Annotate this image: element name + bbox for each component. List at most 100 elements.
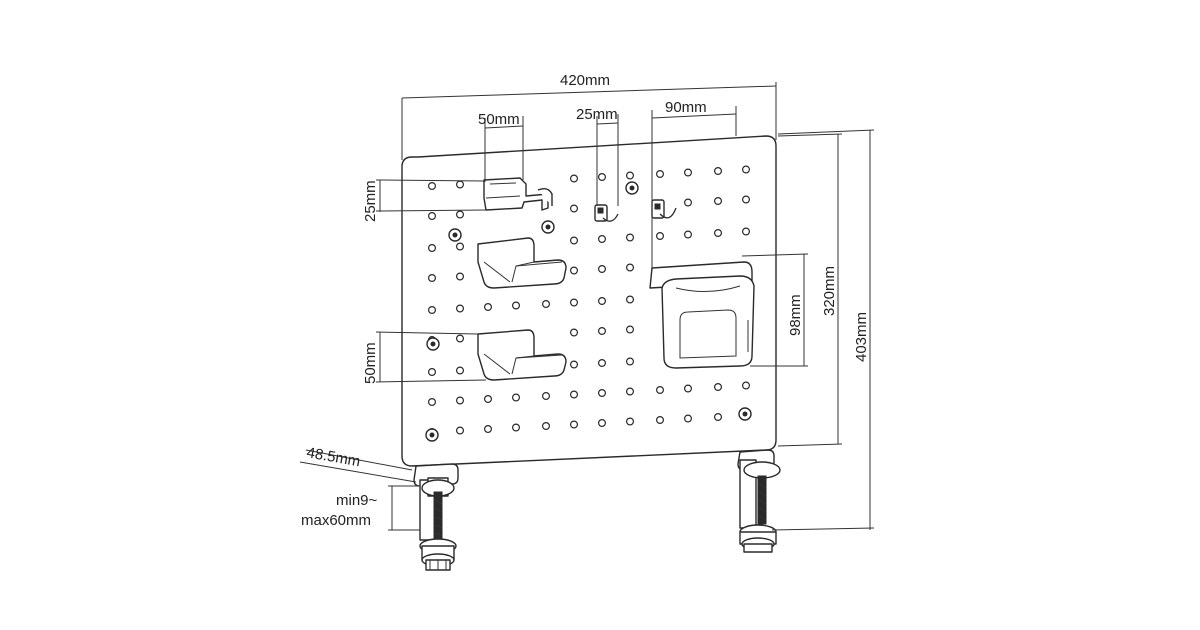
peg-hole <box>569 236 578 245</box>
panel-knobs <box>425 181 752 442</box>
dim-cup-width: 90mm <box>651 99 737 268</box>
small-hook-accessory-1 <box>594 204 619 222</box>
peg-hole <box>456 366 465 375</box>
peg-hole <box>456 242 465 251</box>
upper-shelf-accessory <box>477 237 567 289</box>
dim-hook-height: 25mm <box>362 179 487 222</box>
peg-hole <box>484 303 493 312</box>
dim-hook-width-left: 50mm <box>478 111 524 182</box>
peg-hole <box>655 416 664 425</box>
dim-width-total: 420mm <box>401 72 777 160</box>
right-clamp <box>737 449 781 553</box>
peg-hole <box>428 368 437 377</box>
dim-label-420: 420mm <box>560 72 610 89</box>
peg-hole <box>569 390 578 399</box>
peg-holes <box>428 165 750 437</box>
peg-hole <box>428 182 437 191</box>
dim-label-max: max60mm <box>301 512 371 529</box>
peg-hole <box>625 171 634 180</box>
peg-hole <box>484 425 493 434</box>
left-clamp <box>413 463 459 571</box>
peg-hole <box>683 198 692 207</box>
peg-hole <box>511 301 520 310</box>
peg-hole <box>713 167 722 176</box>
peg-hole <box>713 229 722 238</box>
dim-label-403: 403mm <box>853 312 870 362</box>
peg-hole <box>683 168 692 177</box>
peg-hole <box>456 396 465 405</box>
peg-hole <box>597 327 606 336</box>
peg-hole <box>456 426 465 435</box>
peg-hole <box>741 381 750 390</box>
peg-hole <box>569 174 578 183</box>
peg-hole <box>569 298 578 307</box>
peg-hole <box>713 197 722 206</box>
peg-hole <box>655 386 664 395</box>
peg-hole <box>597 389 606 398</box>
peg-hole <box>741 227 750 236</box>
lower-shelf-accessory <box>477 329 567 381</box>
peg-hole <box>655 170 664 179</box>
peg-hole <box>428 244 437 253</box>
peg-hole <box>569 328 578 337</box>
peg-hole <box>625 233 634 242</box>
peg-hole <box>683 230 692 239</box>
peg-hole <box>569 204 578 213</box>
peg-hole <box>428 398 437 407</box>
peg-hole <box>511 423 520 432</box>
peg-hole <box>428 274 437 283</box>
dim-label-98: 98mm <box>787 294 804 336</box>
peg-hole <box>484 395 493 404</box>
peg-hole <box>597 173 606 182</box>
peg-hole <box>683 384 692 393</box>
peg-hole <box>625 263 634 272</box>
dim-label-50-left: 50mm <box>362 342 379 384</box>
dim-label-320: 320mm <box>821 266 838 316</box>
peg-hole <box>655 232 664 241</box>
dim-label-48-5: 48.5mm <box>305 444 361 470</box>
peg-hole <box>428 212 437 221</box>
small-hook-accessory-2 <box>651 199 677 219</box>
dim-shelf-height: 50mm <box>362 331 487 384</box>
peg-hole <box>541 392 550 401</box>
peg-hole <box>541 422 550 431</box>
peg-hole <box>511 393 520 402</box>
double-hook-accessory <box>483 177 553 211</box>
peg-hole <box>456 304 465 313</box>
peg-hole <box>569 420 578 429</box>
peg-hole <box>713 383 722 392</box>
pegboard-panel <box>401 135 777 467</box>
cup-holder-accessory <box>649 261 755 369</box>
peg-hole <box>741 195 750 204</box>
dim-panel-height: 320mm <box>777 133 843 447</box>
peg-hole <box>597 297 606 306</box>
peg-hole <box>597 359 606 368</box>
peg-hole <box>625 325 634 334</box>
peg-hole <box>569 360 578 369</box>
peg-hole <box>741 165 750 174</box>
dim-label-25-top: 25mm <box>576 106 618 123</box>
dim-clamp-range: min9~ max60mm <box>301 485 420 531</box>
peg-hole <box>541 300 550 309</box>
peg-hole <box>569 266 578 275</box>
peg-hole <box>456 180 465 189</box>
peg-hole <box>625 387 634 396</box>
dim-label-min: min9~ <box>336 492 378 509</box>
peg-hole <box>456 272 465 281</box>
peg-hole <box>625 357 634 366</box>
peg-hole <box>456 334 465 343</box>
dim-cup-height: 98mm <box>741 253 809 367</box>
dim-label-90: 90mm <box>665 99 707 116</box>
peg-hole <box>625 417 634 426</box>
dim-total-height: 403mm <box>771 129 875 531</box>
dim-label-25-left: 25mm <box>362 180 379 222</box>
dim-hook-width-small: 25mm <box>576 106 619 206</box>
peg-hole <box>683 414 692 423</box>
dim-label-50-top: 50mm <box>478 111 520 128</box>
peg-hole <box>597 419 606 428</box>
peg-hole <box>597 265 606 274</box>
peg-hole <box>597 235 606 244</box>
peg-hole <box>713 413 722 422</box>
dim-clamp-depth: 48.5mm <box>299 444 417 483</box>
